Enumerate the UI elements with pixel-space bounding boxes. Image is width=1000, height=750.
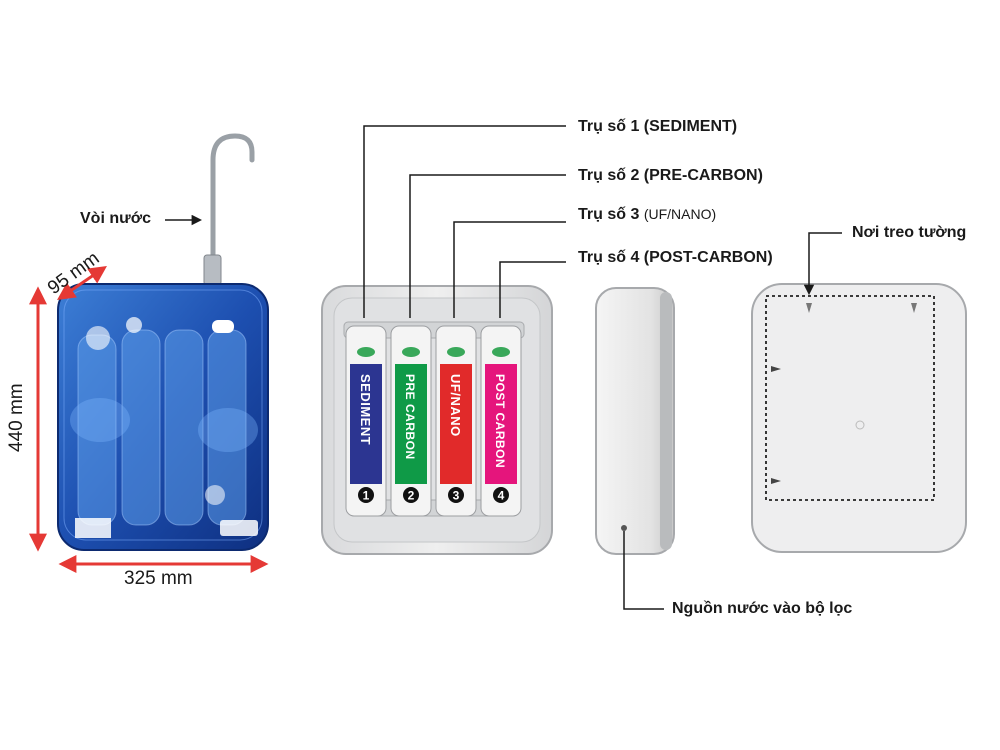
cartridge-number: 4 [498,489,505,503]
cartridge-4: 4 [480,325,522,517]
cartridge-color-band [485,364,517,484]
width-label: 325 mm [124,568,193,589]
cartridge-number: 2 [408,489,415,503]
cartridge-number: 3 [453,489,460,503]
water-inlet-label: Nguồn nước vào bộ lọc [672,600,853,617]
cartridge-3: 3 [435,325,477,517]
cartridge-number-badge [403,487,419,503]
stage4-leader [499,261,566,318]
cartridge-1: 1 [345,325,387,517]
cartridge-number: 1 [363,489,370,503]
cartridge-color-band [440,364,472,484]
stage4-label: Trụ số 4 (POST-CARBON) [578,249,773,266]
brand-logo-icon [402,347,420,357]
side-view-unit [595,287,675,555]
stage3-label-group: Trụ số 3 (UF/NANO) [578,206,716,224]
faucet-label: Vòi nước [80,210,151,227]
wall-mount-leader [803,232,842,296]
wall-mount-label: Nơi treo tường [852,224,967,241]
cartridge-number-badge [493,487,509,503]
brand-logo-icon [357,347,375,357]
cartridge-2: 2 [390,325,432,517]
depth-dimension-arrow [57,265,107,301]
cartridge-number-badge [358,487,374,503]
cartridge-label: UF/NANO [448,374,463,437]
blue-filter-unit [57,133,269,551]
stage1-leader [363,125,566,318]
stage3-sublabel: (UF/NANO) [643,206,717,222]
height-label: 440 mm [6,383,27,452]
brand-logo-icon [492,347,510,357]
cartridge-label: SEDIMENT [358,374,373,446]
cartridge-color-band [395,364,427,484]
cartridge-color-band [350,364,382,484]
stage-leader-lines [363,125,566,318]
stage1-label: Trụ số 1 (SEDIMENT) [578,118,738,135]
brand-logo-icon [447,347,465,357]
stage2-label: Trụ số 2 (PRE-CARBON) [578,167,763,184]
stage3-label: Trụ số 3 [578,206,640,223]
cartridge-label: PRE CARBON [403,374,417,460]
back-view-unit [751,283,967,553]
faucet-icon [210,133,255,273]
cartridge-number-badge [448,487,464,503]
stage3-leader [453,221,566,318]
cartridge-group: 1 2 3 4 [345,325,522,517]
cartridge-label: POST CARBON [493,374,507,469]
stage2-leader [409,174,566,318]
inlet-leader [623,531,664,610]
